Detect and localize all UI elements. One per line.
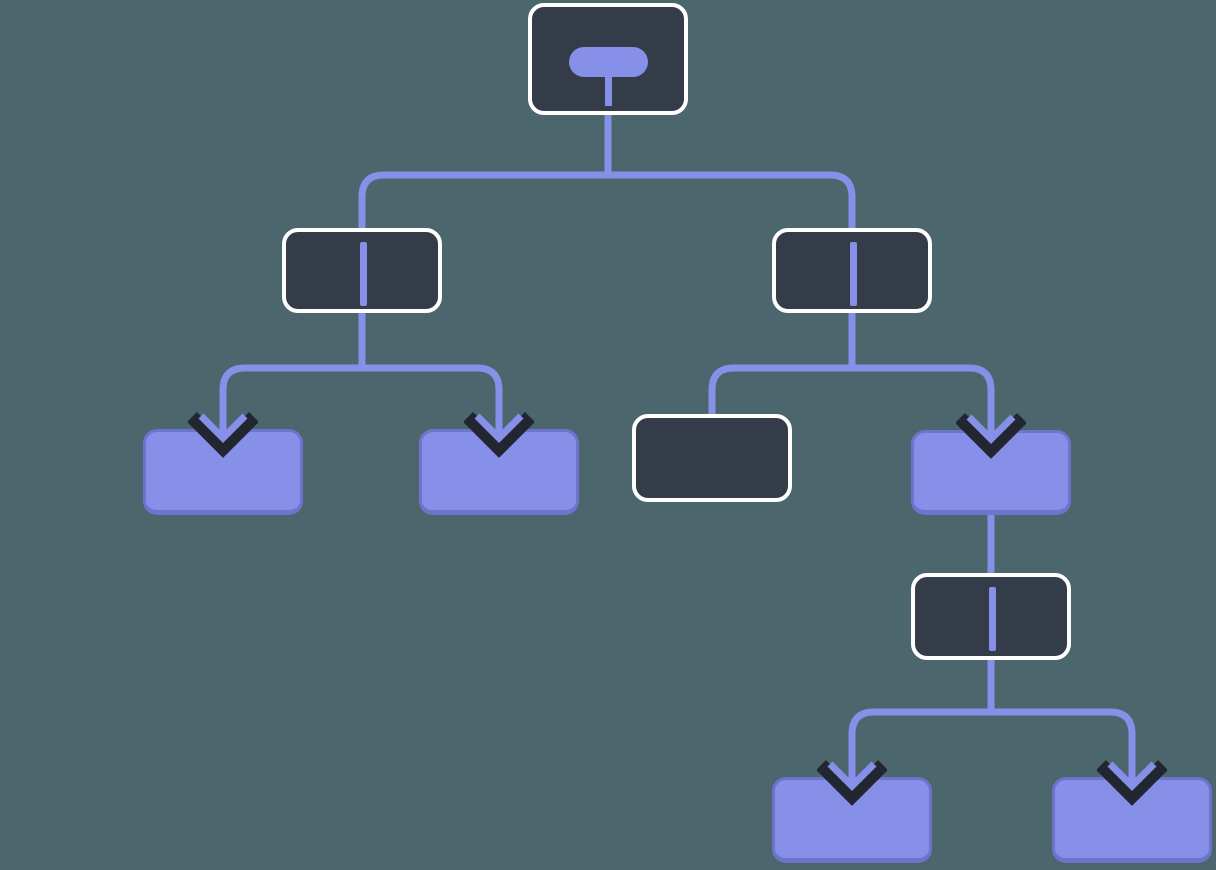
edge-rail-level-1: [358, 171, 856, 232]
edge-rail-right: [708, 364, 995, 418]
node-branch-right[interactable]: [772, 228, 932, 313]
pass-through-icon: [359, 242, 367, 306]
node-leaf-1[interactable]: [143, 429, 303, 515]
tree-root-stem: [604, 75, 612, 106]
node-leaf-4[interactable]: [1052, 777, 1212, 863]
pass-through-icon: [849, 242, 857, 306]
node-root[interactable]: [528, 3, 688, 115]
node-purple-mid[interactable]: [911, 430, 1071, 515]
node-branch-left[interactable]: [282, 228, 442, 313]
node-branch-bottom[interactable]: [911, 573, 1071, 660]
edge-rail-left: [219, 364, 503, 414]
node-dark-leaf[interactable]: [632, 414, 792, 502]
tree-root-icon: [568, 47, 648, 77]
node-leaf-3[interactable]: [772, 777, 932, 863]
node-leaf-2[interactable]: [419, 429, 579, 515]
pass-through-icon: [988, 587, 996, 651]
edge-rail-bottom: [848, 708, 1136, 762]
